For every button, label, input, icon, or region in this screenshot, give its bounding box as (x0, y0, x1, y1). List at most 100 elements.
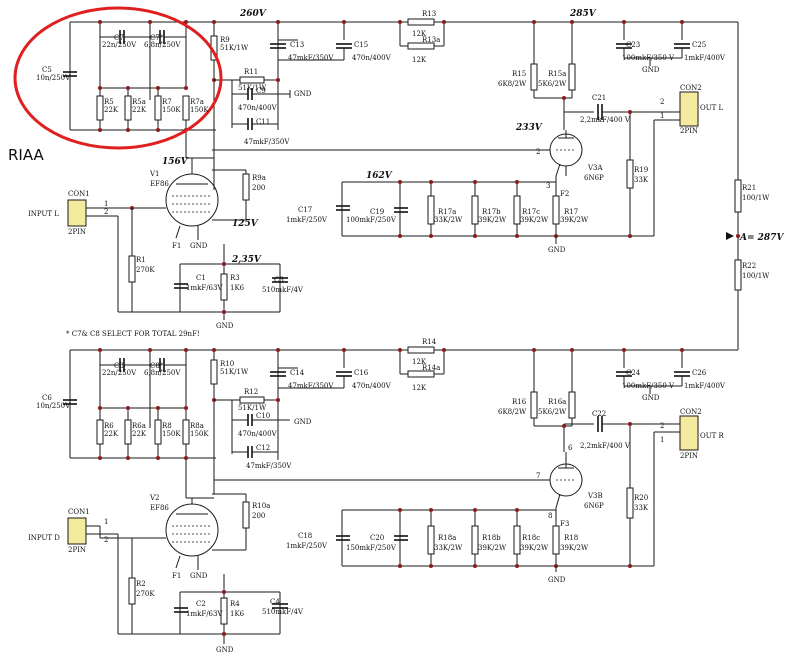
gnd-r3: GND (216, 322, 234, 330)
con2-left (679, 91, 699, 127)
v2-label: V2 (149, 494, 160, 502)
r2-value: 270K (136, 590, 155, 598)
r13-label: R13 (422, 10, 436, 18)
c11-label: C11 (256, 118, 270, 126)
c1-label: C1 (196, 274, 206, 282)
c20-value: 150mkF/250V (346, 544, 397, 552)
r5a-value: 22K (132, 106, 147, 114)
r17-label: R17 (564, 208, 578, 216)
r4-label: R4 (230, 600, 240, 608)
r1-label: R1 (136, 256, 146, 264)
con2-left-pin2: 2 (660, 98, 664, 106)
v1-label: V1 (149, 170, 160, 178)
c16-value: 470n/400V (352, 382, 392, 390)
r13-value: 12K (412, 30, 427, 38)
r18b-value: 39K/2W (478, 544, 507, 552)
c3-value: 510mkF/4V (262, 286, 304, 294)
c4-value: 510mkF/4V (262, 608, 304, 616)
r10a-value: 200 (252, 512, 265, 520)
gnd-v3a: GND (548, 246, 566, 254)
r16a-label: R16a (548, 398, 566, 406)
c12-label: C12 (256, 444, 270, 452)
c17-label: C17 (298, 206, 312, 214)
f1-label-bottom: F1 (172, 572, 181, 580)
r18-value: 39K/2W (560, 544, 589, 552)
c8-value: 22n/250V (102, 369, 137, 377)
v3a-label: V3A (587, 164, 604, 172)
con1-right (67, 517, 87, 545)
r10a-label: R10a (252, 502, 270, 510)
r20-label: R20 (634, 494, 648, 502)
con1-right-label: CON1 (68, 508, 90, 516)
c23-label: C23 (626, 41, 640, 49)
c5-label: C5 (42, 66, 52, 74)
c10-label: C10 (256, 412, 270, 420)
r8a-label: R8a (190, 422, 204, 430)
v3a-pin3: 3 (546, 182, 550, 190)
c9-value: 470n/400V (238, 104, 278, 112)
r13a-value: 12K (412, 56, 427, 64)
gnd-c23: GND (642, 66, 660, 74)
r9a-value: 200 (252, 184, 265, 192)
c14-value: 47mkF/350V (288, 382, 334, 390)
r18b-label: R18b (482, 534, 501, 542)
gnd-c24: GND (642, 394, 660, 402)
r1-value: 270K (136, 266, 155, 274)
r9-label: R9 (220, 36, 230, 44)
c13-label: C13 (290, 41, 304, 49)
r18a-value: 33K/2W (434, 544, 463, 552)
out-r-label: OUT R (700, 432, 725, 440)
r13a-label: R13a (422, 36, 440, 44)
r3-value: 1K6 (230, 284, 245, 292)
r14-label: R14 (422, 338, 437, 346)
c8-label: C8 (114, 362, 124, 370)
v3b-pin6: 6 (568, 444, 573, 452)
v1-type: EF86 (150, 180, 169, 188)
c15-value: 470n/400V (352, 54, 392, 62)
r16-label: R16 (512, 398, 527, 406)
r18a-label: R18a (438, 534, 456, 542)
con2-left-pin1: 1 (660, 112, 664, 120)
c12-value: 47mkF/350V (246, 462, 292, 470)
r18-label: R18 (564, 534, 578, 542)
r7 (154, 95, 162, 121)
r11-label: R11 (244, 68, 258, 76)
c23-value: 100mkF/350 V (622, 54, 675, 62)
tube-v2 (165, 503, 219, 557)
r5-value: 22K (104, 106, 119, 114)
c9-label: C9 (256, 87, 266, 95)
r17c-label: R17c (522, 208, 540, 216)
r9-value: 51K/1W (220, 44, 249, 52)
c19-label: C19 (370, 208, 384, 216)
r17b-label: R17b (482, 208, 501, 216)
channel-right (63, 268, 739, 644)
c2-value: 1mkF/63V (186, 610, 223, 618)
r7a-value: 150K (190, 106, 209, 114)
channel-left (63, 18, 739, 320)
r7-label: R7 (162, 98, 172, 106)
supply-divider (726, 179, 742, 350)
r17b-value: 39K/2W (478, 216, 507, 224)
voltage-285: 285V (569, 9, 597, 19)
r22-label: R22 (742, 262, 756, 270)
r7a (182, 95, 190, 121)
r14a-value: 12K (412, 384, 427, 392)
c18-label: C18 (298, 532, 312, 540)
gnd-c9: GND (294, 90, 312, 98)
c14-label: C14 (290, 369, 305, 377)
r8a-value: 150K (190, 430, 209, 438)
r9a-label: R9a (252, 174, 266, 182)
con1-left-label: CON1 (68, 190, 90, 198)
gnd-v1: GND (190, 242, 208, 250)
r4-value: 1K6 (230, 610, 245, 618)
con2-right-pins: 2PIN (680, 452, 698, 460)
c17-value: 1mkF/250V (286, 216, 328, 224)
r10-label: R10 (220, 360, 234, 368)
r15-label: R15 (512, 70, 526, 78)
v3b-pin7: 7 (536, 472, 540, 480)
c13-value: 47mkF/350V (288, 54, 334, 62)
con1-left-pins: 2PIN (68, 228, 86, 236)
labels: RIAA * C7& C8 SELECT FOR TOTAL 29nF! 260… (8, 9, 784, 654)
r12-value: 51K/1W (238, 404, 267, 412)
